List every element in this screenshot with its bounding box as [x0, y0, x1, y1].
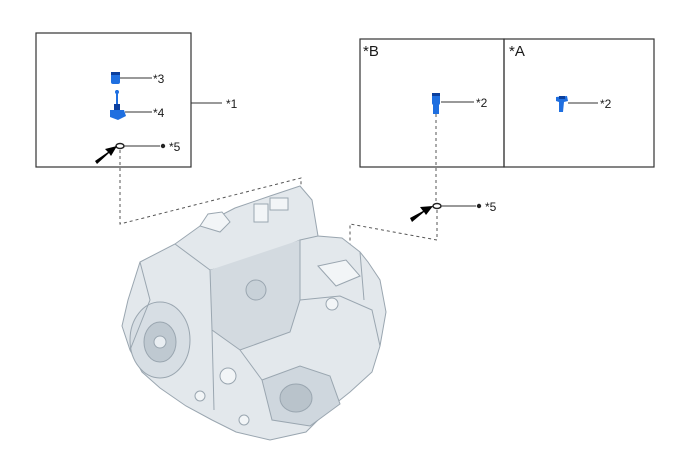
dot-icon: [476, 203, 482, 209]
arrow-icon: [410, 206, 433, 222]
sensor-a-part-icon: [556, 96, 568, 112]
alignment-line-left: [119, 150, 302, 268]
sensor-assy-part-icon: [110, 90, 126, 120]
callout-assembly: *1: [226, 97, 238, 111]
arrow-icon: [95, 146, 117, 164]
callout-sensor-assy: *4: [153, 106, 165, 120]
transmission-illustration: [121, 185, 387, 441]
detail-box-view-a: [503, 38, 655, 168]
callout-sensor-a: *2: [600, 97, 612, 111]
callout-oring-left: *5: [169, 140, 181, 154]
plug-part-icon: [111, 72, 120, 84]
callout-sensor-b: *2: [476, 96, 488, 110]
view-label-b: *B: [363, 43, 379, 60]
oring-right-part-icon: [432, 202, 442, 210]
callout-plug: *3: [153, 72, 165, 86]
oring-left-part-icon: [115, 142, 125, 150]
detail-box-assembly: [35, 32, 192, 168]
dot-icon: [160, 143, 166, 149]
callout-oring-right: *5: [485, 200, 497, 214]
view-label-a: *A: [509, 43, 525, 60]
sensor-b-part-icon: [432, 93, 440, 114]
